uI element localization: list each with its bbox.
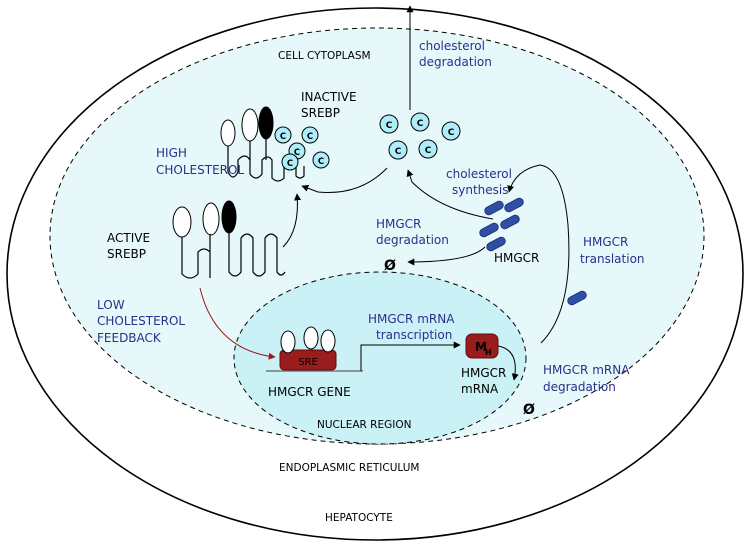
hmgcr-degradation-arrow [407, 246, 486, 266]
low-cholesterol-feedback-label-line2: CHOLESTEROL [97, 314, 185, 328]
svg-text:C: C [294, 148, 300, 158]
cholesterol-degradation-label-line2: degradation [419, 55, 492, 69]
inactive-srebp-complex: C C C C C [220, 106, 330, 182]
transcription-label-line2: transcription [376, 328, 452, 342]
cholesterol-molecule: C [388, 140, 408, 160]
endoplasmic-reticulum-label: ENDOPLASMIC RETICULUM [279, 462, 419, 474]
mrna-degradation-label: HMGCR mRNA [543, 363, 630, 377]
low-cholesterol-feedback-label-line3: FEEDBACK [97, 331, 162, 345]
cholesterol-molecule: C [418, 139, 438, 159]
svg-text:C: C [287, 159, 293, 169]
hmgcr-translation-arrow [507, 164, 570, 344]
hmgcr-mrna-block: M H [465, 333, 499, 359]
hmgcr-degradation-label-line2: degradation [376, 233, 449, 247]
transcription-label: HMGCR mRNA [368, 312, 455, 326]
active-srebp-label: ACTIVE [107, 231, 150, 245]
cholesterol-molecule: C [441, 121, 461, 141]
hmgcr-nascent-protein [567, 290, 587, 306]
hmgcr-translation-label: HMGCR [583, 235, 628, 249]
hmgcr-gene-promoter: SRE [266, 326, 363, 372]
endoplasmic-reticulum-region [49, 27, 705, 445]
transcription-arrow [360, 341, 461, 371]
nuclear-region-label: NUCLEAR REGION [317, 419, 411, 431]
active-srebp-complex [172, 200, 286, 279]
svg-text:C: C [425, 146, 432, 156]
cholesterol-synthesis-arrow [406, 169, 494, 220]
svg-text:C: C [280, 132, 286, 142]
svg-text:C: C [386, 121, 393, 131]
free-cholesterol-cluster: C C C C C [379, 112, 461, 160]
cholesterol-binding-arrow [301, 167, 388, 193]
cholesterol-degradation-label: cholesterol [419, 39, 485, 53]
hmgcr-mrna-label: HMGCR [461, 366, 506, 380]
cell-cytoplasm-label: CELL CYTOPLASM [278, 50, 371, 62]
low-cholesterol-feedback-label: LOW [97, 298, 125, 312]
hepatocyte-label: HEPATOCYTE [325, 512, 393, 524]
hmgcr-translation-label-line2: translation [580, 252, 645, 266]
srebp-inactivation-arrow [282, 193, 302, 248]
bound-cholesterol: C [301, 126, 319, 144]
svg-text:H: H [485, 348, 492, 357]
hmgcr-protein-cluster [479, 197, 524, 252]
cholesterol-synthesis-label-line2: synthesis [452, 183, 509, 197]
bound-cholesterol: C [312, 151, 330, 169]
null-symbol-mrna: Ø [523, 402, 535, 418]
hmgcr-degradation-label: HMGCR [376, 217, 421, 231]
null-symbol-protein: Ø [384, 258, 396, 274]
inactive-srebp-label: INACTIVE [301, 90, 357, 104]
inactive-srebp-label-line2: SREBP [301, 106, 340, 120]
sre-label: SRE [298, 357, 318, 368]
cholesterol-molecule: C [379, 114, 399, 134]
bound-cholesterol: C [274, 126, 292, 144]
svg-text:C: C [417, 119, 424, 129]
hmgcr-gene-label: HMGCR GENE [268, 385, 351, 399]
svg-text:C: C [448, 128, 455, 138]
mrna-degradation-arrow [497, 345, 519, 381]
high-cholesterol-label-line2: CHOLESTEROL [156, 163, 244, 177]
low-cholesterol-feedback-arrow [199, 287, 276, 360]
cholesterol-synthesis-label: cholesterol [446, 167, 512, 181]
nuclear-region [233, 271, 527, 445]
mrna-degradation-label-line2: degradation [543, 380, 616, 394]
active-srebp-label-line2: SREBP [107, 247, 146, 261]
cholesterol-molecule: C [410, 112, 430, 132]
hmgcr-mrna-label-line2: mRNA [461, 382, 499, 396]
svg-text:C: C [318, 157, 324, 167]
bound-cholesterol: C [281, 153, 299, 171]
svg-text:C: C [395, 147, 402, 157]
svg-text:C: C [307, 132, 313, 142]
hmgcr-label: HMGCR [494, 251, 539, 265]
svg-text:M: M [475, 340, 487, 354]
high-cholesterol-label: HIGH [156, 146, 187, 160]
